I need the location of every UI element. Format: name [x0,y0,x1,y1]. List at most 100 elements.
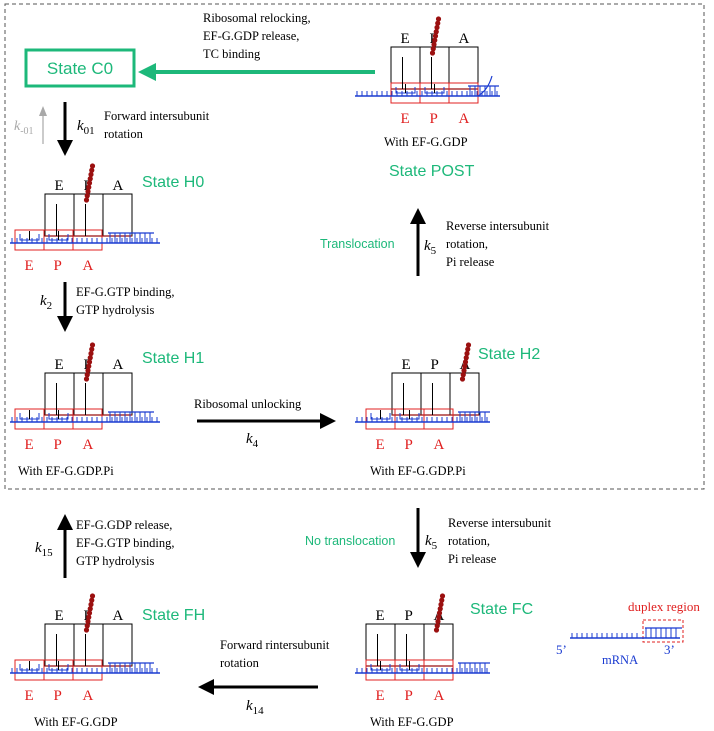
large-subunit-site [394,623,425,667]
small-subunit-site [423,408,454,430]
state-fh-label: State FH [142,607,205,624]
efg-bead [460,372,466,378]
label-h1-to-h2: Ribosomal unlocking [194,397,302,411]
efg-bead [84,623,90,629]
efg-bead [83,376,90,382]
arrow-h0-to-c0-reverse-head [39,106,47,116]
efg-bead [430,46,436,52]
site-label-bottom: A [434,437,445,453]
site-label-top: P [431,357,439,373]
efg-bead [85,188,91,195]
site-label-bottom: A [459,111,470,127]
ribosome-post: EPAEPA [355,16,500,127]
arrow-post-to-c0-head [138,63,156,81]
state-post-label: State POST [389,163,475,180]
rate-k-01: k-01 [14,119,34,137]
rate-k5-up: k5 [424,238,437,257]
state-fc-label: State FC [470,601,533,618]
efg-bead [88,171,94,178]
arrow-fh-to-h1-head [57,514,73,530]
efg-bead [432,33,439,39]
arrow-fc-to-fh-head [198,679,214,695]
main-cycle-box [4,3,705,490]
site-label-top: A [113,357,124,373]
label-h2-to-post: Reverse intersubunit rotation, Pi releas… [446,219,552,269]
rate-k5-down: k5 [425,533,438,552]
efg-bead [462,359,469,365]
label-c0-to-h0: Forward intersubunit rotation [104,109,212,141]
efg-bead [85,367,91,374]
efg-bead [88,601,94,608]
efg-bead [86,180,93,186]
caption-fc: With EF-G.GDP [370,715,454,729]
efg-bead [83,197,90,203]
state-c0-label: State C0 [47,59,113,78]
efg-bead [89,593,96,599]
site-label-bottom: E [25,437,34,453]
site-label-bottom: E [25,688,34,704]
efg-bead [86,184,92,190]
efg-bead [431,41,437,48]
legend-ticks [571,627,682,638]
site-label-bottom: A [434,688,445,704]
efg-bead [459,376,466,382]
site-label-bottom: P [405,688,413,704]
legend-three-prime: 3’ [664,642,675,657]
legend-duplex-label: duplex region [628,599,700,614]
efg-bead [86,614,92,620]
arrow-h2-to-fc-head [410,552,426,568]
efg-bead [84,193,90,199]
efg-bead [461,367,467,374]
efg-bead [463,355,469,361]
legend-duplex-box [642,619,684,643]
arrow-c0-to-h0-head [57,140,73,156]
label-fh-to-h1: EF-G.GDP release, EF-G.GTP binding, GTP … [76,518,178,568]
legend-mrna-label: mRNA [602,653,638,667]
large-subunit-site [391,372,422,416]
rate-k14: k14 [246,698,264,717]
efg-bead [83,627,90,633]
caption-h1: With EF-G.GDP.Pi [18,464,114,478]
site-label-top: E [376,608,385,624]
efg-bead [89,346,95,352]
efg-bead [85,618,91,625]
efg-bead [434,623,440,629]
efg-bead [439,597,445,603]
efg-bead [434,24,440,31]
site-label-bottom: P [54,437,62,453]
large-subunit-site [44,193,75,237]
legend-five-prime: 5’ [556,642,567,657]
efg-bead [436,614,442,620]
site-label-top: E [55,608,64,624]
arrow-h1-to-h2-head [320,413,336,429]
arrow-h0-to-h1-head [57,316,73,332]
efg-bead [87,606,93,612]
rate-k15: k15 [35,540,53,559]
small-subunit-site [423,659,454,681]
ribosome-fc: EPAEPA [355,593,490,704]
rate-k2: k2 [40,293,52,312]
state-h0-label: State H0 [142,174,204,191]
efg-bead [86,610,93,616]
site-label-bottom: A [83,688,94,704]
efg-bead [89,167,95,173]
site-label-bottom: A [83,258,94,274]
site-label-top: E [401,31,410,47]
large-subunit-site [448,46,479,90]
label-fc-to-fh: Forward rintersubunit rotation [220,638,332,670]
large-subunit-site [390,46,421,90]
efg-bead [438,601,444,608]
ribosome-h0: EPAEPA [10,163,160,274]
site-label-top: A [459,31,470,47]
ribosome-h1: EPAEPA [10,342,160,453]
site-label-top: E [55,178,64,194]
arrow-h2-to-post-head [410,208,426,224]
site-label-bottom: A [83,437,94,453]
mrna-legend: duplex region 5’ 3’ mRNA [556,599,700,667]
state-c0-box [24,48,136,88]
efg-bead [433,29,439,35]
label-post-to-c0: Ribosomal relocking, EF-G.GDP release, T… [203,11,314,61]
site-label-bottom: P [430,111,438,127]
efg-bead [87,176,93,182]
